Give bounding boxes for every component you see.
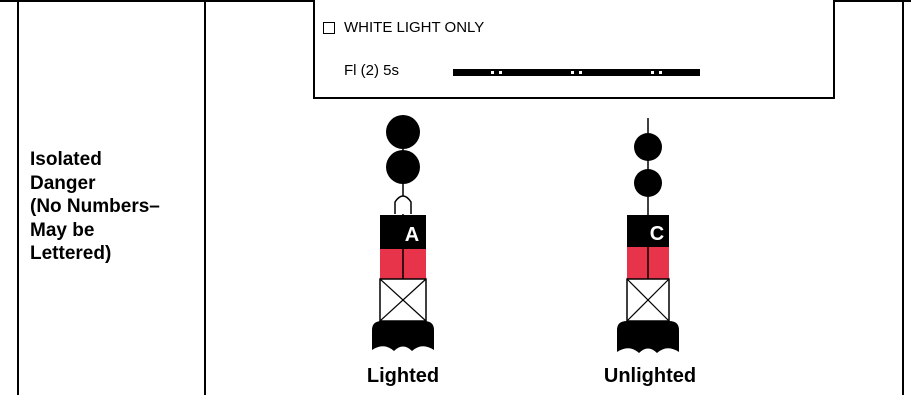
lighted-buoy-icon: A xyxy=(372,115,434,351)
light-legend: WHITE LIGHT ONLY xyxy=(323,19,484,36)
unlighted-buoy-icon: C xyxy=(617,118,679,353)
flash-mark xyxy=(651,71,654,74)
flash-mark xyxy=(491,71,494,74)
flash-mark xyxy=(571,71,574,74)
white-light-swatch xyxy=(323,21,335,34)
light-characteristic-box: WHITE LIGHT ONLY Fl (2) 5s xyxy=(313,0,835,99)
buoy-caption-lighted: Lighted xyxy=(366,365,440,387)
flash-mark xyxy=(579,71,582,74)
category-line: Danger xyxy=(30,172,96,194)
rhythm-label: Fl (2) 5s xyxy=(344,62,400,79)
buoy-caption-unlighted: Unlighted xyxy=(603,365,697,387)
category-line: Lettered) xyxy=(30,243,112,264)
legend-label: WHITE LIGHT ONLY xyxy=(344,19,485,36)
category-line: (No Numbers– xyxy=(30,196,160,217)
category-line: May be xyxy=(30,219,95,241)
flash-rhythm-bar xyxy=(453,69,700,76)
flash-mark xyxy=(659,71,662,74)
buoy-letter: A xyxy=(405,224,419,246)
buoy-letter: C xyxy=(650,223,664,245)
category-line: Isolated xyxy=(30,149,102,170)
category-label: Isolated Danger (No Numbers– May be Lett… xyxy=(30,148,205,266)
flash-mark xyxy=(499,71,502,74)
